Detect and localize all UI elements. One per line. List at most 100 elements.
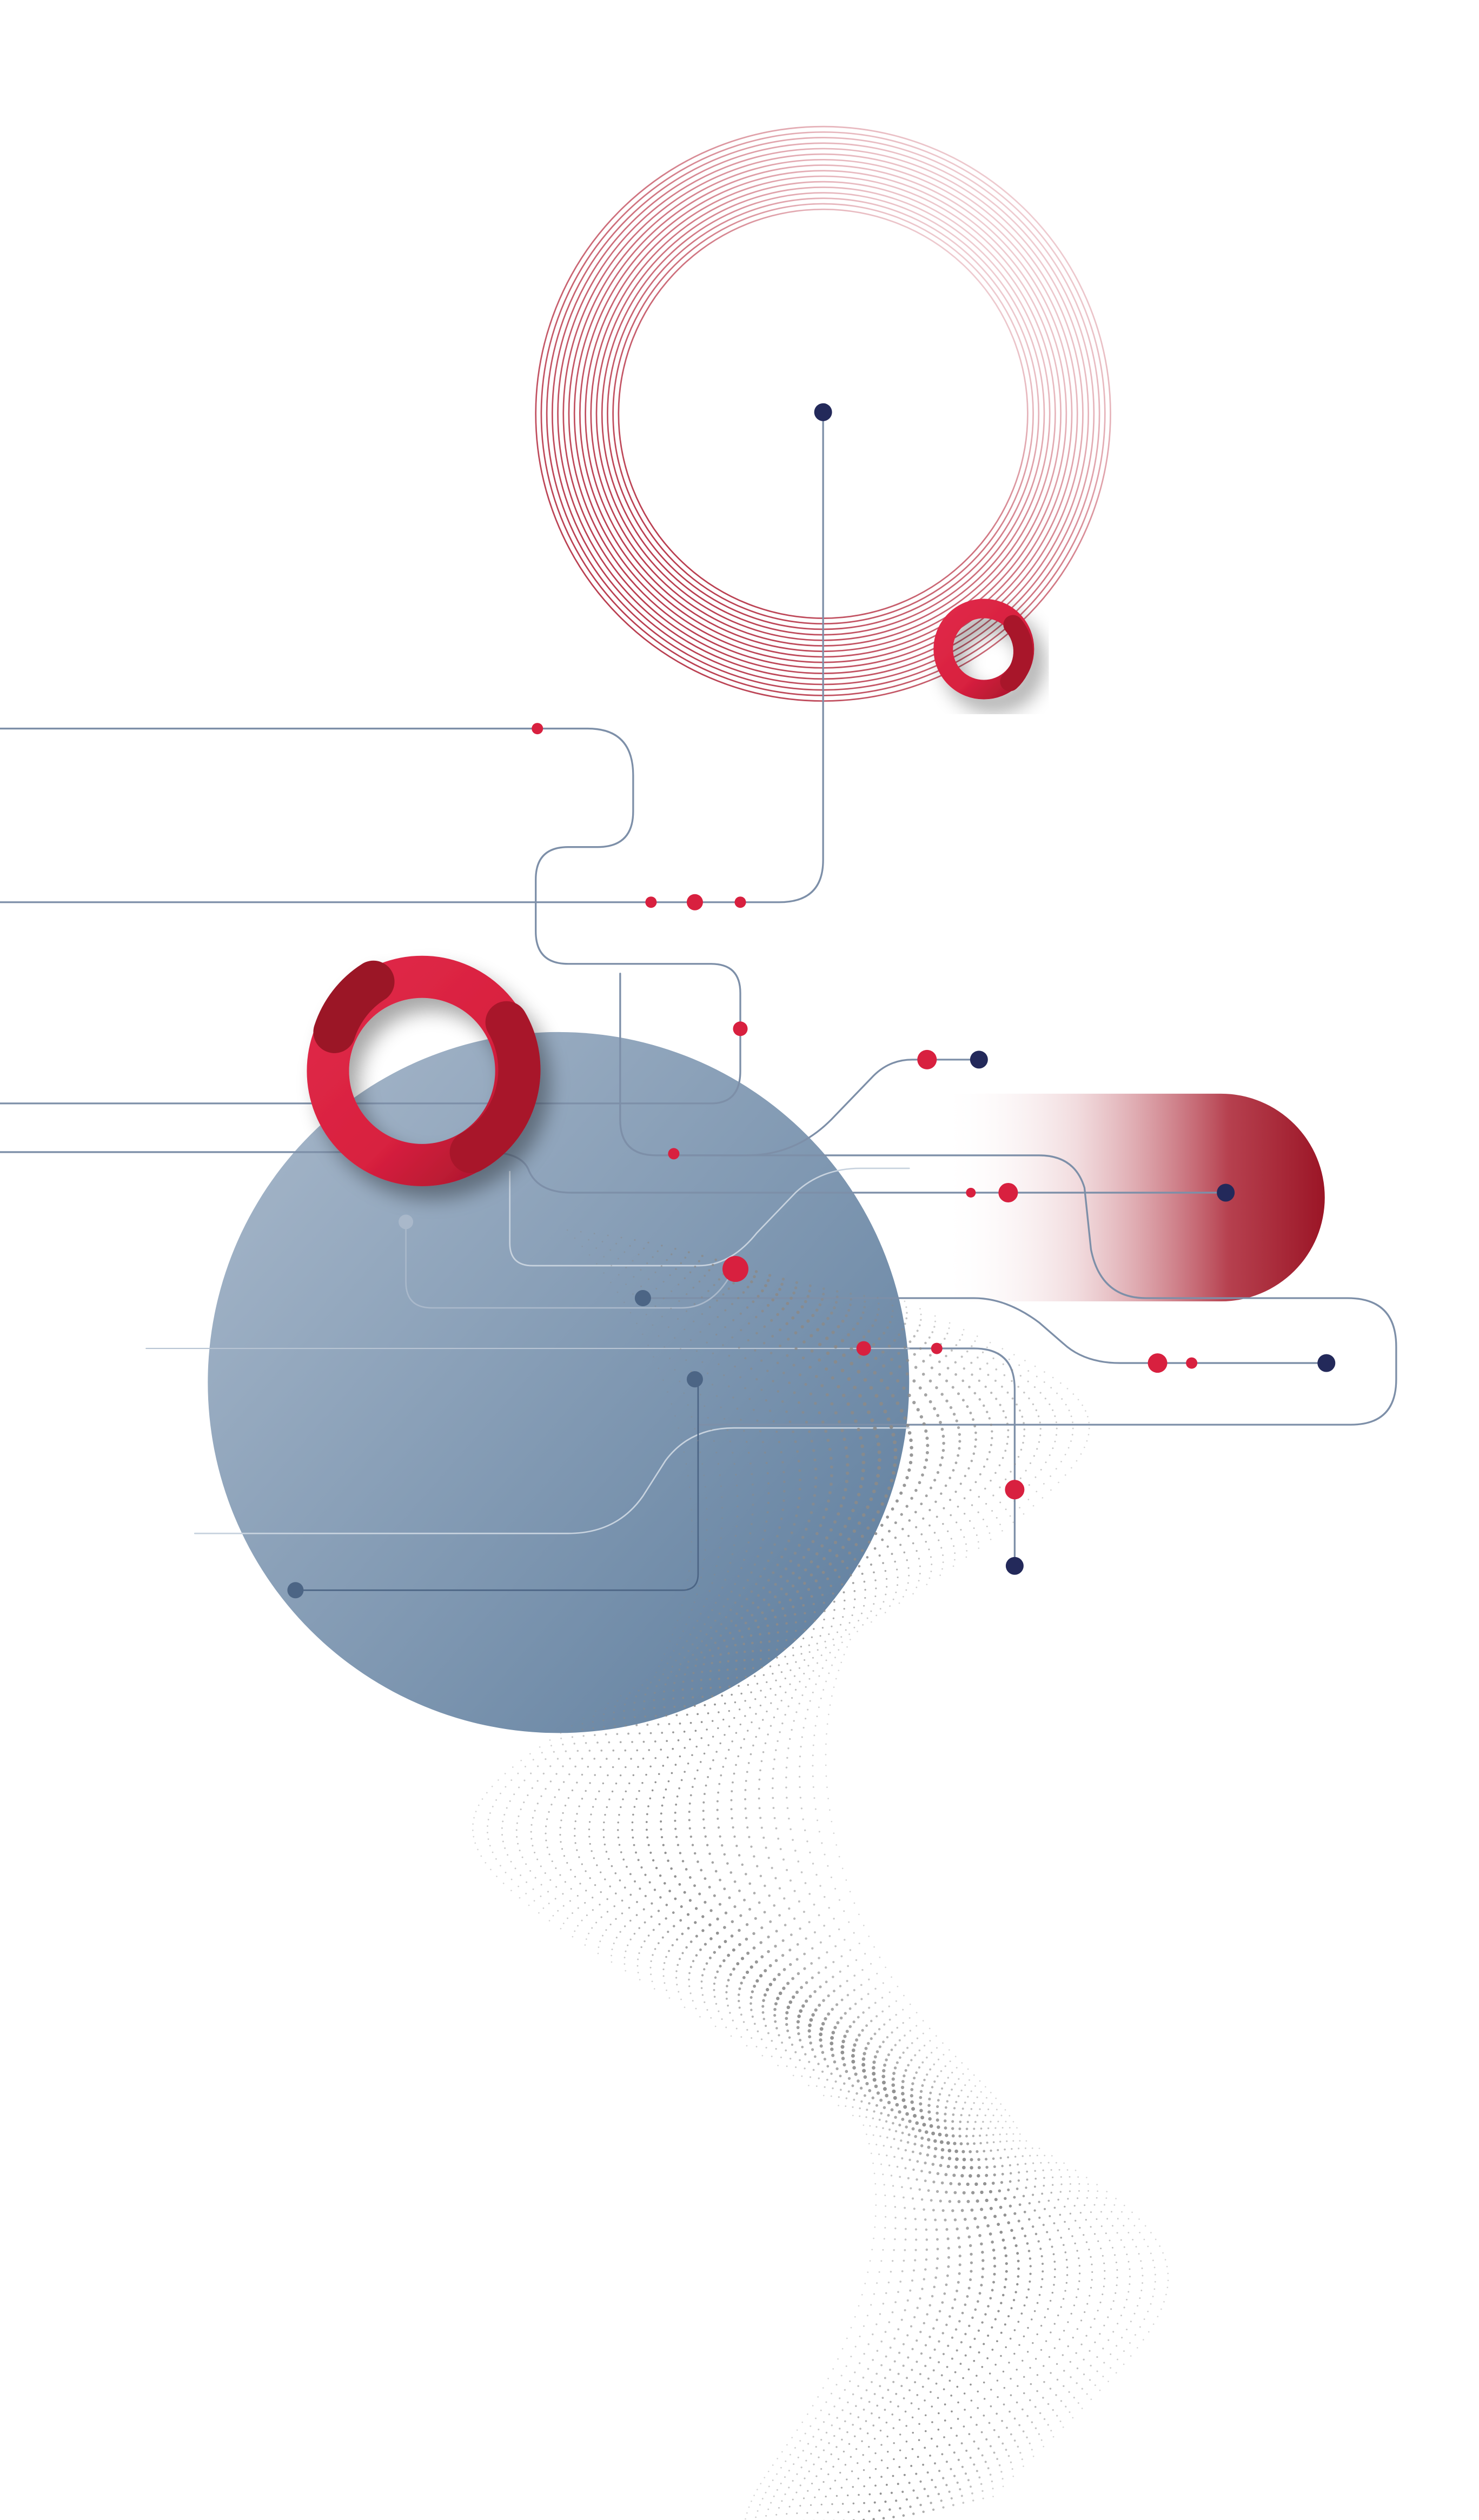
particle-dot — [771, 1335, 774, 1338]
particle-dot — [1017, 2445, 1019, 2448]
particle-dot — [520, 1808, 522, 1811]
particle-dot — [884, 1612, 886, 1613]
particle-dot — [553, 1751, 555, 1753]
particle-dot — [799, 2440, 801, 2442]
particle-dot — [886, 1586, 888, 1588]
particle-dot — [519, 1897, 521, 1899]
particle-dot — [735, 1732, 738, 1734]
particle-dot — [933, 2080, 936, 2083]
particle-dot — [852, 1327, 855, 1331]
particle-dot — [959, 2488, 961, 2491]
particle-dot — [899, 1544, 902, 1546]
particle-dot — [682, 1680, 685, 1683]
particle-dot — [966, 2226, 969, 2230]
particle-dot — [970, 2090, 972, 2092]
particle-dot — [765, 1461, 768, 1465]
particle-dot — [813, 1619, 816, 1622]
particle-dot — [666, 1740, 668, 1742]
particle-dot — [829, 1482, 833, 1486]
particle-dot — [813, 1903, 815, 1906]
particle-dot — [883, 2023, 886, 2026]
particle-dot — [812, 1863, 814, 1865]
particle-dot — [738, 1594, 741, 1597]
particle-dot — [759, 1633, 761, 1636]
particle-dot — [604, 1878, 606, 1880]
particle-dot — [976, 2096, 978, 2098]
particle-dot — [534, 1810, 536, 1812]
particle-dot — [883, 2145, 885, 2147]
particle-dot — [770, 1687, 772, 1690]
particle-dot — [516, 1822, 518, 1824]
particle-dot — [614, 1725, 616, 1727]
particle-dot — [815, 1328, 820, 1332]
particle-dot — [661, 1659, 662, 1661]
particle-dot — [934, 2462, 936, 2465]
particle-dot — [692, 1960, 695, 1963]
particle-dot — [978, 2234, 981, 2237]
particle-dot — [1051, 2291, 1054, 2294]
particle-dot — [989, 2445, 992, 2448]
particle-dot — [860, 1444, 864, 1448]
particle-dot — [928, 1508, 931, 1512]
particle-dot — [834, 1887, 837, 1890]
particle-dot — [559, 1826, 561, 1829]
particle-dot — [801, 1356, 805, 1360]
particle-dot — [824, 1853, 826, 1856]
particle-dot — [647, 1278, 649, 1280]
particle-dot — [695, 2007, 697, 2010]
particle-dot — [976, 2150, 979, 2153]
particle-dot — [851, 1508, 855, 1513]
particle-dot — [816, 1819, 818, 1821]
particle-dot — [668, 1950, 670, 1952]
particle-dot — [753, 1984, 757, 1988]
particle-dot — [924, 2446, 926, 2449]
particle-dot — [734, 1601, 737, 1604]
particle-dot — [530, 1824, 533, 1826]
particle-dot — [695, 1637, 698, 1639]
particle-dot — [920, 1533, 923, 1535]
particle-dot — [797, 1564, 800, 1567]
particle-dot — [560, 1732, 562, 1734]
particle-dot — [619, 1931, 621, 1933]
particle-dot — [564, 1881, 566, 1883]
particle-dot — [994, 2127, 997, 2129]
particle-dot — [714, 1976, 717, 1979]
particle-dot — [725, 1627, 728, 1630]
particle-dot — [828, 2413, 830, 2416]
particle-dot — [964, 2084, 966, 2086]
particle-dot — [745, 1780, 747, 1782]
particle-dot — [781, 1461, 784, 1464]
particle-dot — [1036, 2390, 1038, 2392]
particle-dot — [1018, 1364, 1020, 1366]
particle-dot — [1010, 2433, 1012, 2436]
particle-dot — [612, 1749, 615, 1752]
particle-dot — [934, 2218, 937, 2222]
particle-dot — [795, 2066, 797, 2069]
particle-dot — [602, 1782, 605, 1785]
particle-dot — [891, 1433, 896, 1437]
particle-dot — [724, 1911, 728, 1914]
particle-dot — [839, 2397, 841, 2399]
particle-dot — [1067, 2198, 1069, 2200]
particle-dot — [905, 2441, 908, 2443]
particle-dot — [942, 1554, 944, 1556]
particle-dot — [796, 1943, 799, 1946]
particle-dot — [734, 1701, 737, 1704]
particle-dot — [976, 2300, 979, 2303]
particle-dot — [761, 1611, 764, 1614]
particle-dot — [973, 2217, 977, 2220]
particle-dot — [480, 1855, 482, 1857]
particle-dot — [1023, 2210, 1026, 2213]
particle-dot — [866, 1363, 870, 1367]
particle-dot — [814, 1725, 817, 1727]
particle-dot — [812, 1502, 815, 1506]
particle-dot — [689, 1940, 693, 1943]
particle-dot — [600, 1891, 602, 1893]
particle-dot — [863, 1295, 865, 1297]
particle-dot — [685, 1359, 687, 1361]
particle-dot — [689, 1721, 692, 1724]
particle-dot — [840, 2486, 843, 2489]
particle-dot — [835, 1295, 839, 1299]
particle-dot — [1053, 2206, 1056, 2209]
particle-dot — [886, 2467, 889, 2469]
